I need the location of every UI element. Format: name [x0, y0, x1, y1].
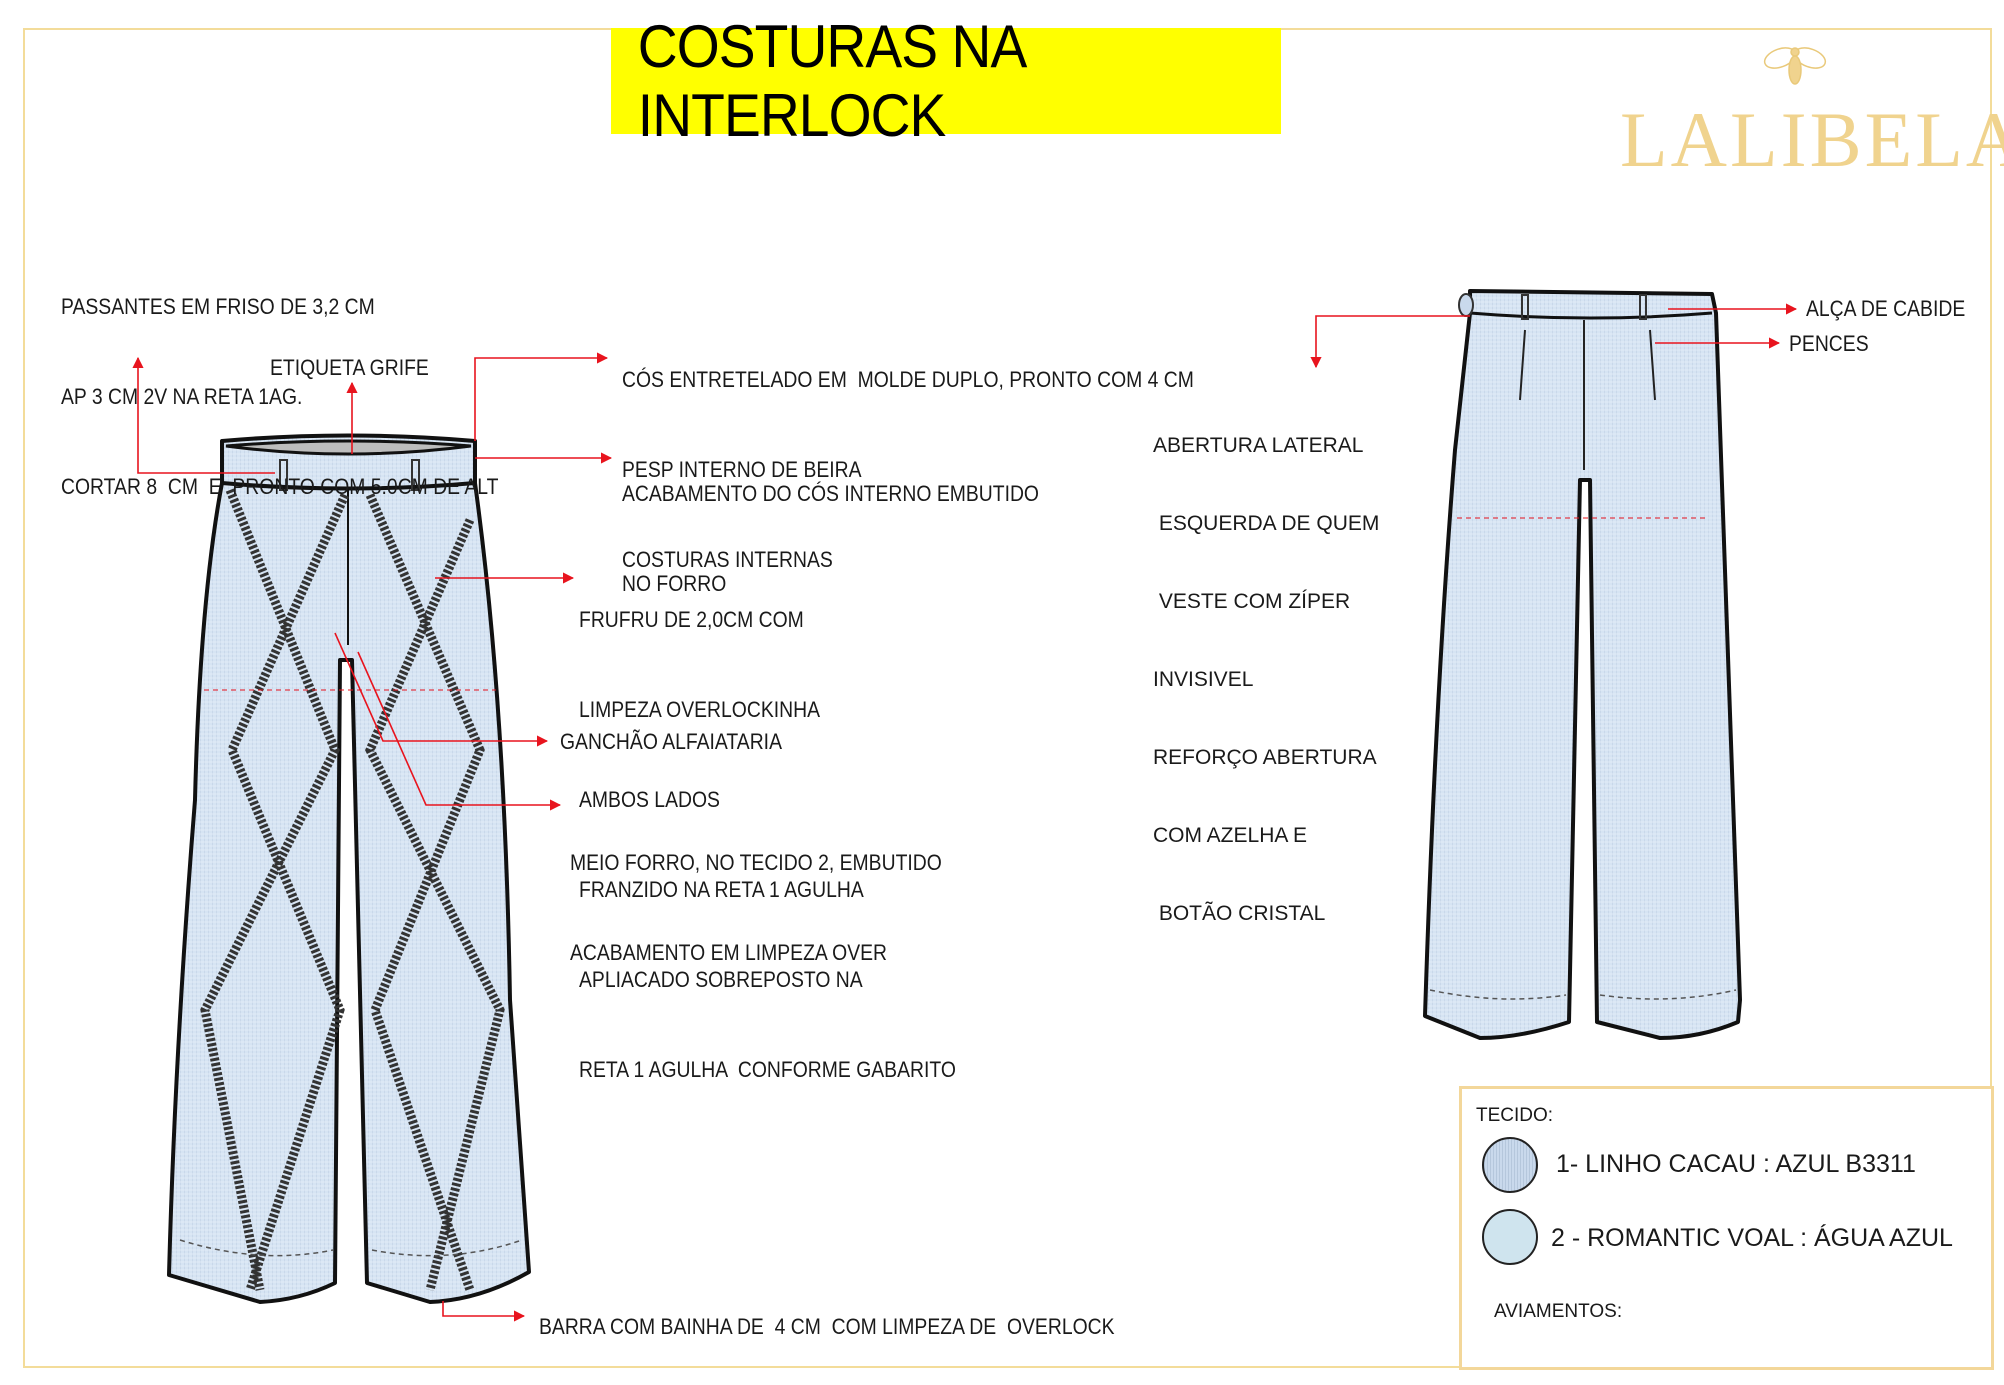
note-line: INVISIVEL — [1153, 668, 1254, 691]
brand-name: LALIBELA — [1620, 96, 2004, 183]
note-line: ACABAMENTO EM LIMPEZA OVER — [570, 940, 888, 965]
callout-barra — [442, 1301, 526, 1322]
note-line: PASSANTES EM FRISO DE 3,2 CM — [61, 294, 375, 319]
callout-meio-forro — [357, 651, 562, 811]
note-line: MEIO FORRO, NO TECIDO 2, EMBUTIDO — [570, 850, 942, 875]
note-ganchao: GANCHÃO ALFAIATARIA — [560, 729, 782, 754]
back-pants — [1423, 289, 1742, 1040]
callout-cos — [474, 352, 609, 441]
note-line: FRUFRU DE 2,0CM COM — [579, 607, 804, 632]
note-line: VESTE COM ZÍPER — [1153, 590, 1351, 613]
note-line: ACABAMENTO DO CÓS INTERNO EMBUTIDO — [622, 481, 1039, 506]
note-cos: CÓS ENTRETELADO EM MOLDE DUPLO, PRONTO C… — [622, 305, 1194, 605]
note-line: COM AZELHA E — [1153, 824, 1308, 847]
note-line: AMBOS LADOS — [579, 787, 720, 812]
note-line: CÓS ENTRETELADO EM MOLDE DUPLO, PRONTO C… — [622, 367, 1194, 392]
note-frufru: FRUFRU DE 2,0CM COM LIMPEZA OVERLOCKINHA… — [579, 545, 956, 1115]
note-line: BOTÃO CRISTAL — [1153, 902, 1326, 925]
note-passantes: PASSANTES EM FRISO DE 3,2 CM AP 3 CM 2V … — [61, 232, 498, 532]
note-line: ABERTURA LATERAL — [1153, 434, 1364, 457]
note-etiqueta: ETIQUETA GRIFE — [270, 355, 429, 380]
note-line: CORTAR 8 CM E PRONTO COM 5.0CM DE ALT — [61, 474, 499, 499]
note-abertura: ABERTURA LATERAL ESQUERDA DE QUEM VESTE … — [1153, 381, 1379, 953]
note-pences: PENCES — [1789, 331, 1869, 356]
note-line: REFORÇO ABERTURA — [1153, 746, 1377, 769]
fabric-voal-label: 2 - ROMANTIC VOAL : ÁGUA AZUL — [1551, 1224, 1953, 1252]
note-line: PESP INTERNO DE BEIRA — [622, 457, 862, 482]
note-line: LIMPEZA OVERLOCKINHA — [579, 697, 820, 722]
callout-lines — [132, 303, 1798, 1322]
fabric-swatch-voal — [1482, 1209, 1538, 1265]
note-acabamento: ACABAMENTO DO CÓS INTERNO EMBUTIDO NO FO… — [622, 419, 1039, 629]
note-barra: BARRA COM BAINHA DE 4 CM COM LIMPEZA DE … — [539, 1314, 1115, 1339]
page-title-banner: COSTURAS NA INTERLOCK — [611, 13, 1281, 149]
note-meio-forro: MEIO FORRO, NO TECIDO 2, EMBUTIDO ACABAM… — [570, 788, 942, 998]
note-line: FRANZIDO NA RETA 1 AGULHA — [579, 877, 864, 902]
page-title: COSTURAS NA INTERLOCK — [637, 13, 1024, 149]
note-line: ESQUERDA DE QUEM — [1153, 512, 1380, 535]
brand-logo: LALIBELA — [1620, 40, 2004, 183]
note-alca-de-cabide: ALÇA DE CABIDE — [1806, 296, 1966, 321]
callout-abertura — [1310, 315, 1470, 369]
frufru-ruffles — [200, 488, 505, 1292]
front-pants — [167, 433, 531, 1304]
callout-ganchao — [334, 632, 549, 747]
note-line: AP 3 CM 2V NA RETA 1AG. — [61, 384, 303, 409]
note-line: APLIACADO SOBREPOSTO NA — [579, 967, 863, 992]
note-line: NO FORRO — [622, 571, 727, 596]
tecido-label: TECIDO: — [1476, 1105, 1554, 1126]
fabric-swatch-linho — [1482, 1137, 1538, 1193]
aviamentos-label: AVIAMENTOS: — [1494, 1301, 1623, 1322]
note-line: COSTURAS INTERNAS — [622, 547, 833, 572]
note-line: RETA 1 AGULHA CONFORME GABARITO — [579, 1057, 956, 1082]
callout-passantes — [132, 356, 275, 474]
bee-icon — [1763, 47, 1827, 85]
fabric-legend: TECIDO: 1- LINHO CACAU : AZUL B3311 2 - … — [1459, 1086, 1994, 1370]
fabric-linho-label: 1- LINHO CACAU : AZUL B3311 — [1556, 1150, 1916, 1178]
